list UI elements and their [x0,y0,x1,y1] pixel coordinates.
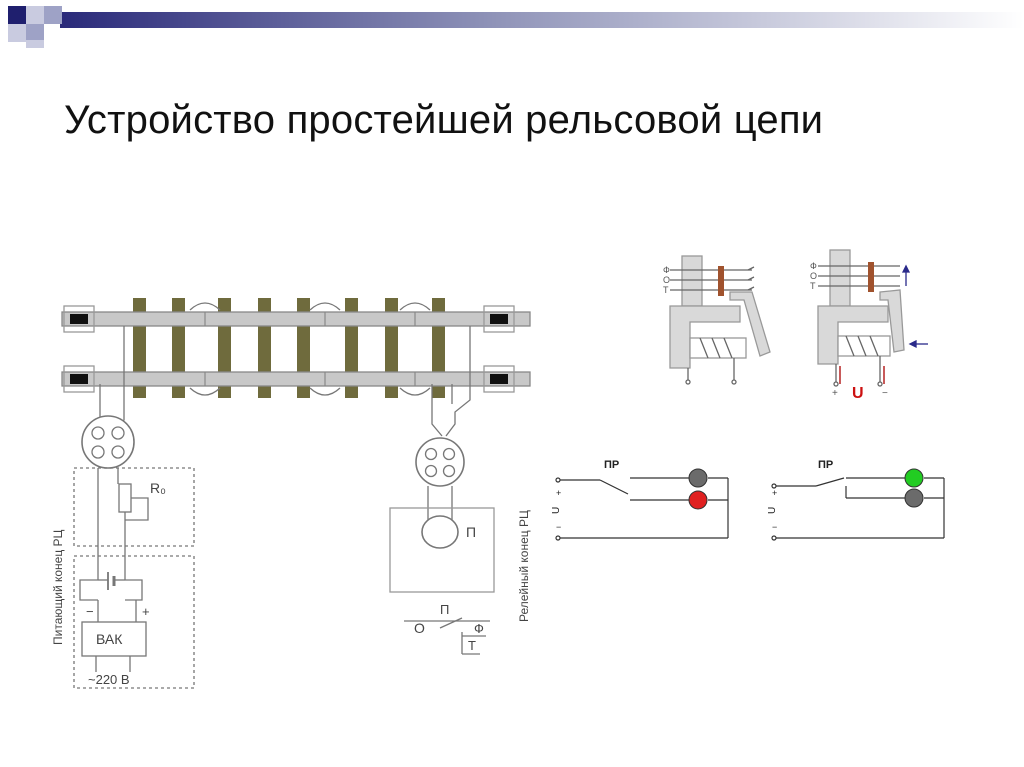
insulated-joint [490,374,508,384]
insulated-joint [70,374,88,384]
signal-circuit-red [555,477,729,541]
relay-voltage-label: U [852,385,864,402]
banner-gradient [60,12,1024,28]
feed-box-lower [73,555,195,689]
insulated-joints [70,314,508,384]
relay-minus-label: − [882,388,888,399]
relay-pr-label: ПР [818,459,833,471]
relay-contact-label: Ф [810,261,817,271]
rectifier-label: ВАК [96,631,123,647]
relay-contact-label: О [663,275,670,285]
signal-lamp-lower [904,488,924,508]
contact-back-label: О [414,620,425,636]
signal-lamp-upper [904,468,924,488]
relay-label: П [466,524,476,540]
supply-label: ~220 В [88,672,130,687]
contact-front-label: Ф [474,621,484,636]
banner-square [44,6,62,24]
relay-pr-label: ПР [604,459,619,471]
contact-relay-label: П [440,602,449,617]
banner-square [26,6,44,24]
relay-coil [421,515,459,549]
banner-square [8,24,26,42]
supply-plus-label: + [556,488,561,498]
rail-bottom [61,371,531,387]
insulated-joint [490,314,508,324]
feed-box-upper [73,467,195,547]
signal-circuit-green [771,477,945,541]
relay-view-energized [817,249,905,387]
insulated-joint [70,314,88,324]
supply-plus-label: + [772,488,777,498]
relay-view-released [669,255,771,385]
contact-common-label: Т [468,638,476,653]
feed-minus-label: − [86,604,94,619]
feed-plus-label: + [142,604,150,619]
supply-minus-label: − [556,522,561,532]
supply-voltage-label: U [551,507,562,514]
relay-contact-label: Ф [663,265,670,275]
banner-square [26,24,44,42]
rectifier-box [81,621,147,657]
supply-voltage-label: U [767,507,778,514]
relay-end-label: Релейный конец РЦ [517,510,531,622]
banner-square [8,6,26,24]
relay-box [389,507,495,593]
relay-contact-label: Т [810,281,816,291]
relay-plus-label: + [832,388,838,399]
relay-contact-label: Т [663,285,669,295]
supply-minus-label: − [772,522,777,532]
feed-end-label: Питающий конец РЦ [51,529,65,645]
header-banner [8,6,1024,48]
resistor-label: R₀ [150,480,166,496]
signal-lamp-lower [688,490,708,510]
banner-square [26,40,44,48]
page-title: Устройство простейшей рельсовой цепи [64,98,824,142]
signal-lamp-upper [688,468,708,488]
rail-top [61,311,531,327]
relay-contact-label: О [810,271,817,281]
